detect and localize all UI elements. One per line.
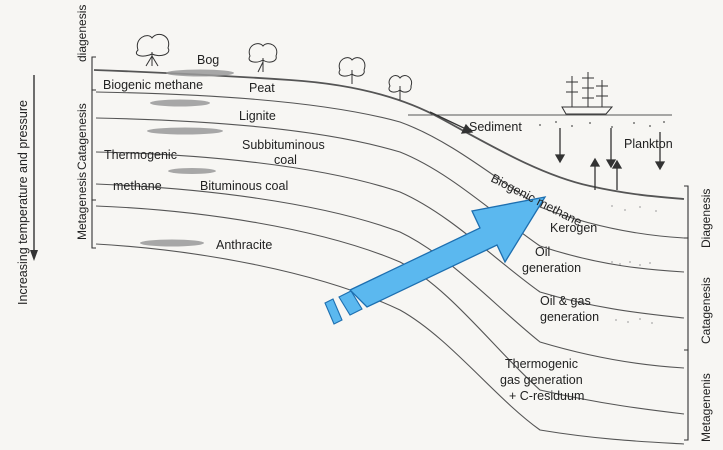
left-stage-catagenesis: Catagenesis <box>75 103 89 170</box>
label-oil: Oil <box>535 245 550 259</box>
left-stage-brackets <box>92 57 96 248</box>
direction-arrow <box>325 197 545 324</box>
label-oil-generation: generation <box>522 261 581 275</box>
plankton-dots <box>539 121 665 128</box>
label-bituminous-coal: Bituminous coal <box>200 179 288 193</box>
right-stage-metagenenis: Metagenenis <box>699 373 713 442</box>
label-methane: methane <box>113 179 162 193</box>
label-plankton: Plankton <box>624 137 673 151</box>
ship-icon <box>562 72 612 114</box>
label-biogenic-methane-left: Biogenic methane <box>103 78 203 92</box>
right-stage-catagenesis: Catagenesis <box>699 277 713 344</box>
tree-icon-3 <box>339 58 365 84</box>
label-sediment: Sediment <box>469 120 522 134</box>
axis-label: Increasing temperature and pressure <box>16 100 30 305</box>
label-thermogenic-gas: Thermogenic <box>505 357 578 371</box>
right-stage-diagenesis: Diagenesis <box>699 189 713 248</box>
label-lignite: Lignite <box>239 109 276 123</box>
label-kerogen: Kerogen <box>550 221 597 235</box>
label-peat: Peat <box>249 81 275 95</box>
label-coal: coal <box>274 153 297 167</box>
arrow-body <box>350 197 545 307</box>
tree-icon-2 <box>249 44 277 72</box>
left-stage-metagenesis: Metagenesis <box>75 172 89 240</box>
label-oil-gas: Oil & gas <box>540 294 591 308</box>
label-c-residuum: + C-residuum <box>509 389 584 403</box>
label-bog: Bog <box>197 53 219 67</box>
arrow-tail-block-2 <box>325 299 342 324</box>
left-stage-diagenesis: diagenesis <box>75 5 89 62</box>
label-subbituminous: Subbituminous <box>242 138 325 152</box>
strata-lines <box>94 70 684 444</box>
label-oil-gas-generation: generation <box>540 310 599 324</box>
right-stage-brackets <box>684 186 688 440</box>
sediment-texture <box>611 205 657 324</box>
tree-icon-1 <box>136 34 168 66</box>
label-anthracite: Anthracite <box>216 238 272 252</box>
tree-icon-4 <box>389 76 412 100</box>
label-gas-generation: gas generation <box>500 373 583 387</box>
axis-arrow-head <box>30 250 38 261</box>
label-thermogenic: Thermogenic <box>104 148 177 162</box>
